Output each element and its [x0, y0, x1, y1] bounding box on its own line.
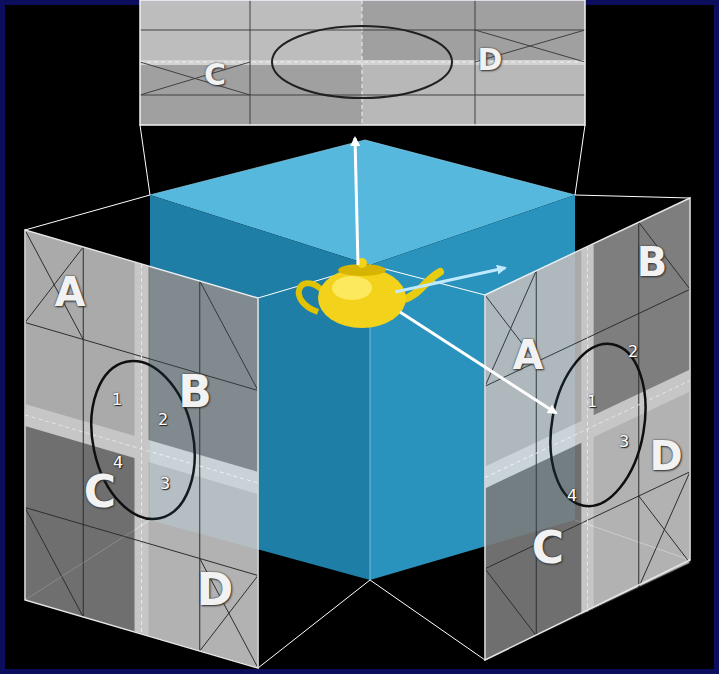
callout-number: 1 [112, 392, 122, 408]
face-letter: D [649, 436, 682, 476]
callout-number: 3 [619, 434, 629, 450]
callout-number: 2 [628, 344, 638, 360]
face-letter: A [55, 272, 86, 312]
face-letter: B [637, 242, 668, 282]
face-letter: D [478, 45, 503, 75]
callout-number: 3 [160, 476, 170, 492]
face-letter: B [178, 370, 212, 414]
face-letter: C [532, 526, 564, 570]
callout-number: 2 [158, 412, 168, 428]
callout-number: 4 [113, 455, 123, 471]
face-letter: D [197, 568, 234, 612]
callout-number: 1 [587, 394, 597, 410]
face-letter: A [513, 335, 544, 375]
face-letter: C [204, 60, 226, 90]
face-letter: C [84, 470, 116, 514]
callout-number: 4 [567, 488, 577, 504]
